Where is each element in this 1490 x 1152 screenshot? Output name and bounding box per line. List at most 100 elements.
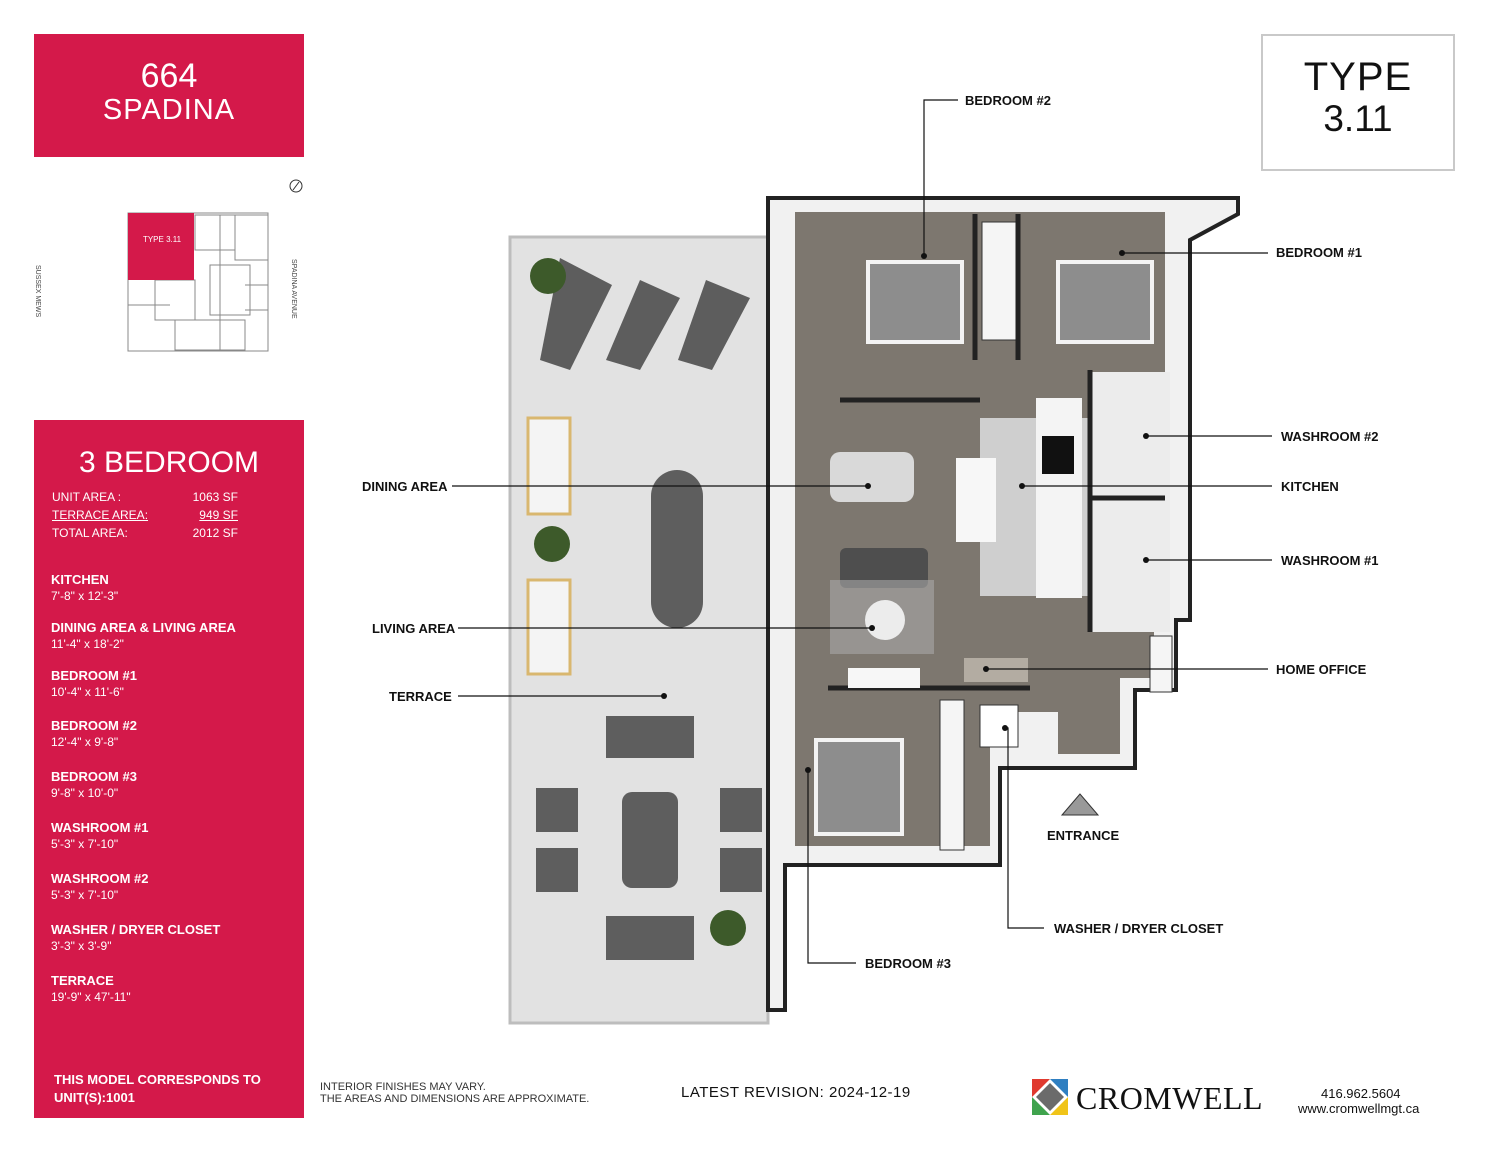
label-bedroom3: BEDROOM #3 xyxy=(865,956,951,971)
plant-icon xyxy=(534,526,570,562)
room-name: WASHROOM #2 xyxy=(51,871,149,886)
washer-dryer xyxy=(979,704,1019,748)
key-plan-unit-highlight xyxy=(128,213,194,280)
tv-console xyxy=(848,668,920,688)
key-plan-unit-label: TYPE 3.11 xyxy=(143,235,182,244)
coffee-table xyxy=(865,600,905,640)
room-spec: TERRACE 19'-9" x 47'-11" xyxy=(51,973,131,1005)
desk xyxy=(964,658,1028,682)
room-dims: 11'-4" x 18'-2" xyxy=(51,637,124,651)
disclaimer-line: INTERIOR FINISHES MAY VARY. xyxy=(320,1081,486,1093)
company-name: CROMWELL xyxy=(1076,1080,1264,1116)
room-name: WASHER / DRYER CLOSET xyxy=(51,922,221,937)
project-street: SPADINA xyxy=(102,94,236,126)
room-spec: KITCHEN 7'-8" x 12'-3" xyxy=(51,572,118,604)
room-name: BEDROOM #1 xyxy=(51,668,137,683)
room-dims: 3'-3" x 3'-9" xyxy=(51,939,112,953)
kitchen-counter xyxy=(1036,398,1082,598)
room-name: WASHROOM #1 xyxy=(51,820,149,835)
room-spec: BEDROOM #3 9'-8" x 10'-0" xyxy=(51,769,137,801)
bed-bedroom2 xyxy=(866,260,964,344)
unit-correspondence: THIS MODEL CORRESPONDS TO UNIT(S):1001 xyxy=(54,1071,261,1107)
room-spec: DINING AREA & LIVING AREA 11'-4" x 18'-2… xyxy=(51,620,236,652)
armchair xyxy=(720,848,762,892)
disclaimer: INTERIOR FINISHES MAY VARY. THE AREAS AN… xyxy=(320,1081,589,1105)
room-spec: WASHROOM #1 5'-3" x 7'-10" xyxy=(51,820,149,852)
area-label: TOTAL AREA: xyxy=(52,526,128,540)
closet-bedroom3 xyxy=(939,699,965,851)
label-bedroom2: BEDROOM #2 xyxy=(965,93,1051,108)
plant-icon xyxy=(530,258,566,294)
washroom-tile xyxy=(1090,372,1170,632)
armchair xyxy=(536,848,578,892)
closet-bedroom2 xyxy=(981,221,1017,341)
area-label: TERRACE AREA: xyxy=(52,508,149,522)
room-name: KITCHEN xyxy=(51,572,109,587)
entrance-icon xyxy=(1060,793,1100,816)
room-spec: BEDROOM #2 12'-4" x 9'-8" xyxy=(51,718,137,750)
room-spec: WASHROOM #2 5'-3" x 7'-10" xyxy=(51,871,149,903)
label-entrance: ENTRANCE xyxy=(1047,828,1120,843)
cromwell-logo-icon xyxy=(1032,1079,1068,1115)
unit-type-box: TYPE 3.11 xyxy=(1261,34,1455,171)
room-spec: WASHER / DRYER CLOSET 3'-3" x 3'-9" xyxy=(51,922,220,954)
interior-dining-table xyxy=(830,452,914,502)
revision-date: LATEST REVISION: 2024-12-19 xyxy=(681,1084,911,1101)
company-website[interactable]: www.cromwellmgt.ca xyxy=(1298,1101,1420,1116)
label-washroom2: WASHROOM #2 xyxy=(1281,429,1379,444)
company-phone: 416.962.5604 xyxy=(1321,1086,1401,1101)
sofa xyxy=(840,548,928,588)
room-dims: 9'-8" x 10'-0" xyxy=(51,786,119,800)
area-value: 2012 SF xyxy=(192,526,238,540)
kitchen-island xyxy=(956,458,996,542)
plant-icon xyxy=(710,910,746,946)
bedroom-count: 3 BEDROOM xyxy=(78,446,260,479)
unit-area-row: UNIT AREA : 1063 SF xyxy=(52,490,238,504)
bench-bottom xyxy=(526,578,572,676)
label-washroom1: WASHROOM #1 xyxy=(1281,553,1379,568)
label-washer-dryer: WASHER / DRYER CLOSET xyxy=(1054,921,1224,936)
area-value: 1063 SF xyxy=(192,490,238,504)
unit-specs-panel: 3 BEDROOM UNIT AREA : 1063 SF TERRACE AR… xyxy=(34,420,304,1118)
label-kitchen: KITCHEN xyxy=(1281,479,1339,494)
terrace-dining-table xyxy=(651,470,703,628)
bed-bedroom3 xyxy=(814,738,904,836)
room-dims: 12'-4" x 9'-8" xyxy=(51,735,119,749)
room-dims: 5'-3" x 7'-10" xyxy=(51,888,119,902)
armchair xyxy=(536,788,578,832)
street-label-right: SPADINA AVENUE xyxy=(290,259,297,319)
room-spec: BEDROOM #1 10'-4" x 11'-6" xyxy=(51,668,137,700)
bed-bedroom1 xyxy=(1056,260,1154,344)
cooktop xyxy=(1042,436,1074,474)
terrace-area-row: TERRACE AREA: 949 SF xyxy=(52,508,238,522)
room-name: BEDROOM #3 xyxy=(51,769,137,784)
armchair xyxy=(720,788,762,832)
unit-type-number: 3.11 xyxy=(1323,98,1393,139)
room-name: DINING AREA & LIVING AREA xyxy=(51,620,236,635)
bench-top xyxy=(526,416,572,516)
closet-entry xyxy=(1149,635,1173,693)
correspondence-units: UNIT(S):1001 xyxy=(54,1090,135,1105)
room-dims: 7'-8" x 12'-3" xyxy=(51,589,119,603)
label-dining: DINING AREA xyxy=(362,479,448,494)
project-number: 664 xyxy=(140,57,198,95)
room-dims: 19'-9" x 47'-11" xyxy=(51,990,131,1004)
terrace-sofa-top xyxy=(606,716,694,758)
project-title-box: 664 SPADINA xyxy=(34,34,304,157)
unit-type-label: TYPE xyxy=(1303,55,1413,99)
area-value: 949 SF xyxy=(199,508,238,522)
terrace-coffee-table xyxy=(622,792,678,888)
room-dims: 10'-4" x 11'-6" xyxy=(51,685,124,699)
key-plan: TYPE 3.11 SUSSEX MEWS SPADINA AVENUE xyxy=(34,179,303,352)
room-name: BEDROOM #2 xyxy=(51,718,137,733)
disclaimer-line: THE AREAS AND DIMENSIONS ARE APPROXIMATE… xyxy=(320,1093,590,1105)
label-bedroom1: BEDROOM #1 xyxy=(1276,245,1362,260)
total-area-row: TOTAL AREA: 2012 SF xyxy=(52,526,238,540)
room-name: TERRACE xyxy=(51,973,114,988)
terrace-sofa-bottom xyxy=(606,916,694,960)
room-dims: 5'-3" x 7'-10" xyxy=(51,837,119,851)
street-label-left: SUSSEX MEWS xyxy=(34,265,41,317)
label-home-office: HOME OFFICE xyxy=(1276,662,1367,677)
compass-icon xyxy=(289,179,303,193)
